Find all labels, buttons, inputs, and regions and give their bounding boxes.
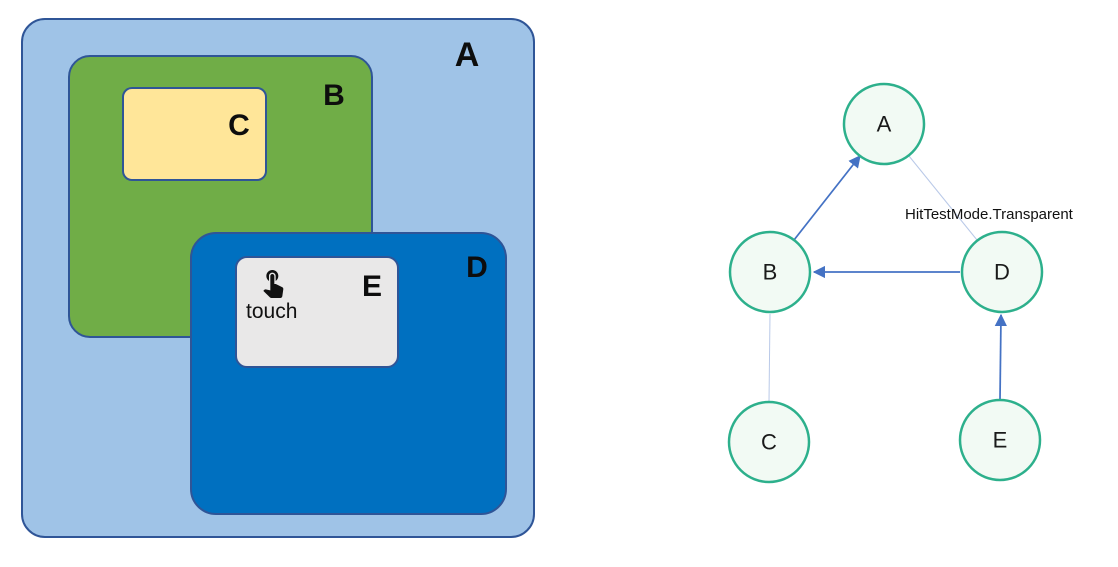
- node-b-circle: [728, 230, 812, 314]
- graph-node-e: E: [958, 398, 1042, 482]
- node-c-circle: [727, 400, 811, 484]
- node-a-label: A: [877, 112, 892, 137]
- touch-icon: [257, 266, 289, 298]
- container-d-label: D: [466, 251, 488, 284]
- node-e-label: E: [993, 428, 1008, 453]
- container-b-label: B: [323, 79, 345, 112]
- container-a: A B C D E touch: [21, 18, 535, 538]
- container-e: E touch: [235, 256, 399, 368]
- node-a-circle: [842, 82, 926, 166]
- graph-node-a: A: [842, 82, 926, 166]
- container-c-label: C: [228, 109, 250, 142]
- node-d-circle: [960, 230, 1044, 314]
- touch-caption: touch: [246, 300, 298, 323]
- edge-e-to-d-arrow: [994, 313, 1007, 401]
- edge-c-to-b-thin: [768, 313, 771, 403]
- edge-d-to-a-transparent: [908, 155, 978, 241]
- node-e-circle: [958, 398, 1042, 482]
- node-d-label: D: [994, 260, 1010, 285]
- container-e-label: E: [361, 270, 382, 303]
- edge-b-to-a-arrow: [793, 155, 861, 241]
- graph-node-c: C: [727, 400, 811, 484]
- container-d: D E touch: [190, 232, 507, 515]
- node-c-label: C: [761, 430, 777, 455]
- node-b-label: B: [763, 260, 778, 285]
- container-a-label: A: [454, 36, 480, 74]
- hit-test-mode-annotation: HitTestMode.Transparent: [905, 206, 1074, 223]
- graph-node-d: D: [960, 230, 1044, 314]
- graph-node-b: B: [728, 230, 812, 314]
- container-c: C: [122, 87, 267, 181]
